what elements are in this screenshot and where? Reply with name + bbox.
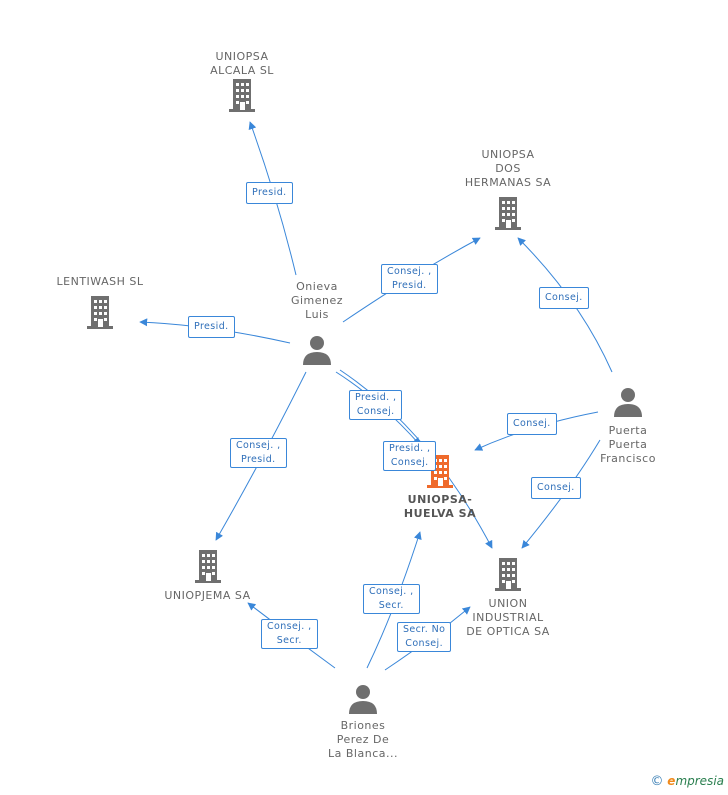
node-label-line: Onieva [296, 280, 338, 293]
relation-tag[interactable]: Secr. No Consej. [397, 622, 452, 652]
brand-name: mpresia [675, 774, 724, 788]
node-label-line: Puerta [608, 424, 648, 437]
relation-line: Consej. [513, 418, 551, 429]
relation-line: Presid. , [389, 443, 431, 454]
relation-tag[interactable]: Consej. , Presid. [230, 438, 287, 468]
node-label-line: Gimenez [290, 294, 344, 307]
empresia-logo[interactable]: © empresia [650, 774, 724, 789]
building-icon [194, 550, 221, 583]
relation-line: Presid. [194, 321, 229, 332]
relation-tag[interactable]: Presid. [188, 316, 235, 338]
node-label-line: UNION [488, 597, 528, 610]
relation-tag[interactable]: Consej. [531, 477, 581, 499]
node-label-line: Briones [340, 719, 386, 732]
building-icon [87, 296, 113, 329]
relation-tag[interactable]: Consej. , Secr. [261, 619, 318, 649]
node-label-line: ALCALA SL [210, 64, 274, 77]
copyright-symbol: © [650, 774, 664, 789]
node-label-line: HERMANAS SA [464, 176, 552, 189]
node-uniopsa-dos-hermanas[interactable]: UNIOPSA DOS HERMANAS SA [458, 148, 558, 230]
node-label-line: Puerta [608, 438, 648, 451]
node-lentiwash[interactable]: LENTIWASH SL [50, 275, 150, 329]
relation-line: Presid. [252, 187, 287, 198]
relation-tag[interactable]: Consej. [507, 413, 557, 435]
relation-line: Presid. [392, 280, 427, 291]
relation-line: Consej. , [369, 586, 414, 597]
person-icon [349, 685, 377, 714]
node-label-line: LENTIWASH SL [56, 275, 144, 288]
relation-tag[interactable]: Consej. [539, 287, 589, 309]
relation-line: Consej. , [387, 266, 432, 277]
node-label-line: DOS [495, 162, 521, 175]
node-label-line: UNIOPSA [215, 50, 269, 63]
node-label-line: INDUSTRIAL [472, 611, 544, 624]
relation-tag[interactable]: Presid. , Consej. [383, 441, 437, 471]
node-union-industrial-de-optica[interactable]: UNION INDUSTRIAL DE OPTICA SA [458, 557, 558, 639]
node-label-line: UNIOPSA- [407, 493, 473, 506]
relation-line: Consej. [356, 406, 395, 417]
relation-line: Presid. , [355, 392, 397, 403]
relation-line: Consej. , [267, 621, 312, 632]
relation-tag[interactable]: Consej. , Presid. [381, 264, 438, 294]
node-uniopsa-alcala[interactable]: UNIOPSA ALCALA SL [192, 50, 292, 112]
relation-line: Consej. [545, 292, 583, 303]
node-label-line: Francisco [600, 452, 656, 465]
node-label-line: UNIOPJEMA SA [164, 589, 251, 602]
relation-line: Consej. [390, 457, 429, 468]
building-icon [495, 558, 521, 591]
node-label-line: Luis [305, 308, 329, 321]
relation-line: Consej. , [236, 440, 281, 451]
building-icon [229, 79, 255, 112]
brand-e: e [667, 774, 676, 788]
node-label-line: Perez De [336, 733, 390, 746]
node-uniopjema[interactable]: UNIOPJEMA SA [155, 549, 260, 603]
node-puerta-puerta-francisco[interactable]: Puerta Puerta Francisco [588, 386, 668, 466]
relation-tag[interactable]: Presid. , Consej. [349, 390, 403, 420]
relation-tag[interactable]: Consej. , Secr. [363, 584, 420, 614]
node-briones-perez-de-la-blanca[interactable]: Briones Perez De La Blanca... [318, 683, 408, 761]
building-icon [495, 197, 521, 230]
relation-line: Secr. [378, 600, 404, 611]
person-icon [614, 388, 642, 417]
node-label-line: UNIOPSA [481, 148, 535, 161]
node-label-line: La Blanca... [328, 747, 398, 760]
relation-tag[interactable]: Presid. [246, 182, 293, 204]
relation-line: Secr. No [403, 624, 446, 635]
relation-line: Consej. [405, 638, 444, 649]
node-onieva-gimenez-luis[interactable]: Onieva Gimenez Luis [277, 280, 357, 366]
relation-line: Secr. [276, 635, 302, 646]
node-label-line: HUELVA SA [403, 507, 477, 520]
relation-line: Consej. [537, 482, 575, 493]
relation-line: Presid. [241, 454, 276, 465]
node-uniopsa-huelva[interactable]: UNIOPSA- HUELVA SA [390, 454, 490, 521]
node-label-line: DE OPTICA SA [466, 625, 550, 638]
person-icon [303, 336, 331, 365]
